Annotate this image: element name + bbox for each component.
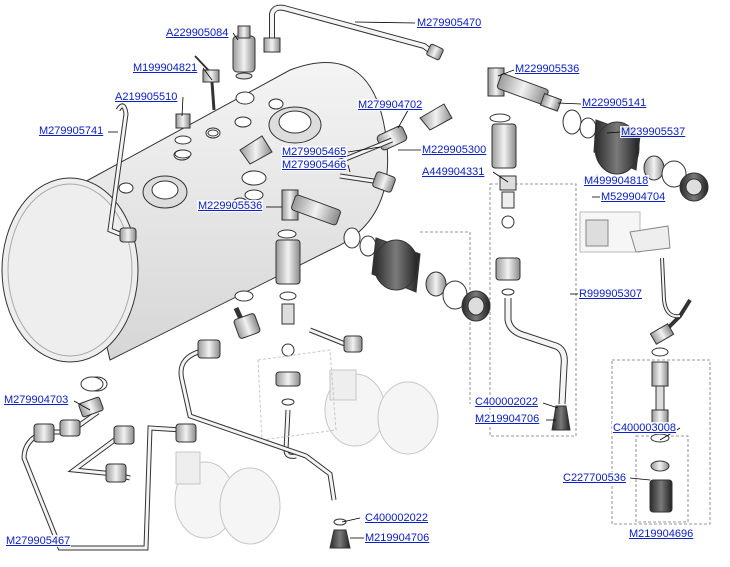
part-label-c400003008[interactable]: C400003008	[612, 422, 678, 434]
central-valve-assembly	[275, 189, 491, 459]
part-label-m279904702[interactable]: M279904702	[357, 99, 424, 111]
part-label-m279905741[interactable]: M279905741	[38, 125, 105, 137]
part-label-m239905537[interactable]: M239905537	[620, 126, 687, 138]
part-label-m229905536-mid[interactable]: M229905536	[197, 200, 264, 212]
lower-fittings	[33, 290, 363, 549]
part-label-a219905510[interactable]: A219905510	[114, 91, 179, 103]
pipe-top	[263, 4, 444, 61]
part-label-m499904818[interactable]: M499904818	[583, 175, 650, 187]
part-label-a449904331[interactable]: A449904331	[421, 166, 486, 178]
top-fittings	[107, 25, 256, 243]
part-label-m279905470[interactable]: M279905470	[416, 17, 483, 29]
part-label-m219904696[interactable]: M219904696	[628, 528, 695, 540]
part-label-m529904704[interactable]: M529904704	[600, 191, 667, 203]
part-label-m279905467[interactable]: M279905467	[5, 535, 72, 547]
right-column-parts	[495, 175, 571, 431]
part-label-m219904706-right[interactable]: M219904706	[474, 413, 541, 425]
boiler-tank	[1, 62, 389, 392]
part-label-m229905300[interactable]: M229905300	[421, 144, 488, 156]
part-label-m219904706-bottom[interactable]: M219904706	[364, 532, 431, 544]
part-label-m279904703[interactable]: M279904703	[3, 394, 70, 406]
part-label-m199904821[interactable]: M199904821	[132, 62, 199, 74]
part-label-a229905084[interactable]: A229905084	[165, 27, 230, 39]
part-label-m229905536-top[interactable]: M229905536	[514, 63, 581, 75]
ghost-solenoid-units	[174, 349, 439, 545]
part-label-m229905141[interactable]: M229905141	[581, 97, 648, 109]
part-label-c400002022-bottom[interactable]: C400002022	[364, 512, 430, 524]
part-label-m279905466[interactable]: M279905466	[281, 159, 348, 171]
part-label-m279905465[interactable]: M279905465	[281, 146, 348, 158]
part-label-r999905307[interactable]: R999905307	[578, 288, 644, 300]
part-label-c227700536[interactable]: C227700536	[562, 472, 628, 484]
part-label-c400002022-right[interactable]: C400002022	[474, 396, 540, 408]
solenoid-assembly	[579, 211, 692, 513]
